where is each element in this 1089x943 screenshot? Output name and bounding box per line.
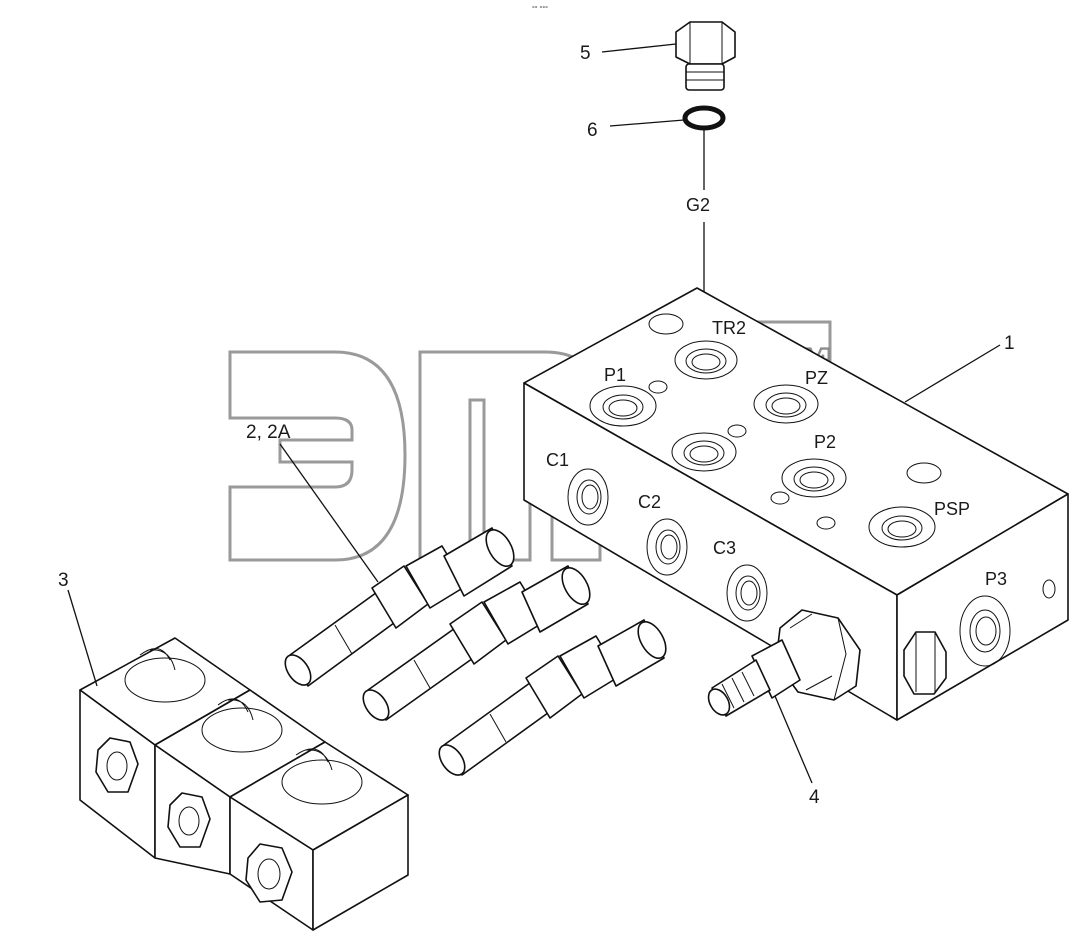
leader-line-2 xyxy=(279,443,379,583)
part-2a-cartridge-valve-lower xyxy=(438,619,667,776)
part-5-plug xyxy=(675,21,736,91)
port-psp xyxy=(868,506,936,548)
port-label-p2: P2 xyxy=(814,432,836,452)
end-plug-hex xyxy=(903,631,947,695)
hole xyxy=(816,516,836,530)
hole xyxy=(727,424,747,438)
port-c3 xyxy=(726,564,768,622)
part-3-solenoid-coil-1 xyxy=(79,637,251,859)
port-label-c3: C3 xyxy=(713,538,736,558)
header-mark: °° °°° xyxy=(532,5,548,13)
port-label-c1: C1 xyxy=(546,450,569,470)
watermark-letter-e xyxy=(228,350,407,562)
part-3-solenoid-coil-3 xyxy=(229,741,409,931)
hole xyxy=(1042,579,1056,599)
leader-line-4 xyxy=(774,695,813,784)
leader-line-5 xyxy=(601,43,677,53)
callout-5: 5 xyxy=(580,43,591,64)
port-c1 xyxy=(567,468,609,526)
part-6-o-ring xyxy=(682,105,726,131)
port-label-p3: P3 xyxy=(985,569,1007,589)
port-c2 xyxy=(646,518,688,576)
hole xyxy=(648,313,684,335)
port-label-p1: P1 xyxy=(604,365,626,385)
hole xyxy=(648,380,668,394)
port-label-pz: PZ xyxy=(805,368,828,388)
leader-line-3 xyxy=(67,589,98,687)
port-label-tr2: TR2 xyxy=(712,318,746,338)
port-p1 xyxy=(589,385,657,427)
hole xyxy=(770,491,790,505)
port-p3 xyxy=(959,595,1011,667)
callout-1: 1 xyxy=(1004,333,1015,354)
leader-line-6 xyxy=(609,119,685,127)
port-label-c2: C2 xyxy=(638,492,661,512)
port-pz xyxy=(753,384,819,424)
callout-2-2a: 2, 2A xyxy=(246,422,291,443)
port-label-psp: PSP xyxy=(934,499,970,519)
callout-6: 6 xyxy=(587,120,598,141)
port-label-g2: G2 xyxy=(686,195,710,215)
part-2-cartridge-valve-middle xyxy=(362,565,591,721)
part-3-solenoid-coil-2 xyxy=(154,689,326,875)
part-4-pressure-switch xyxy=(707,609,861,717)
leader-line-1 xyxy=(904,344,1001,403)
callout-4: 4 xyxy=(809,787,820,808)
hole xyxy=(906,462,942,484)
port-g2 xyxy=(671,432,737,472)
part-2-cartridge-valve-upper xyxy=(284,527,515,687)
port-p2 xyxy=(781,458,847,498)
callout-3: 3 xyxy=(58,570,69,591)
port-tr2 xyxy=(674,340,738,380)
